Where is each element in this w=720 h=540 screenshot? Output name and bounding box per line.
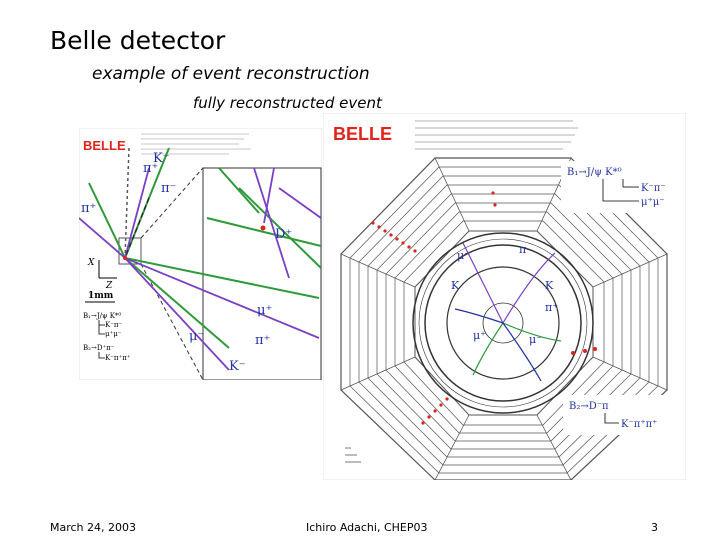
detector-view-panel: BELLE (322, 112, 687, 481)
decay2-kpipi: K⁻π⁺π⁺ (105, 354, 131, 362)
slide-title: Belle detector (50, 26, 226, 55)
detector-view-figure: BELLE (322, 112, 687, 481)
rp-decay1-kpi: K⁻π⁻ (641, 183, 666, 194)
label-mu-minus: μ⁻ (189, 329, 204, 344)
bottom-legend (345, 447, 361, 463)
label-mu-plus: μ⁺ (257, 303, 272, 318)
d-vertex-dot (260, 225, 266, 231)
track-label-mu-bottom: μ⁺ (473, 329, 486, 342)
label-pi-minus-top: π⁻ (161, 181, 176, 196)
decay1-head: B₁→J/ψ K*⁰ (83, 312, 121, 320)
inner-rings (412, 232, 594, 414)
label-pi-plus-left: π⁺ (81, 201, 96, 216)
rp-decay2-head: B₂→D⁻π (569, 401, 609, 412)
decay1-box (561, 161, 681, 213)
rp-decay2-kpipi: K⁻π⁺π⁺ (621, 419, 657, 430)
scale-label: 1mm (88, 291, 114, 301)
track-label-k2: K (545, 279, 554, 292)
rp-decay2-bracket (604, 413, 619, 424)
footer-author: Ichiro Adachi, CHEP03 (306, 521, 428, 534)
label-pi-plus-top: π⁺ (143, 161, 158, 176)
slide-subtitle: example of event reconstruction (92, 64, 370, 84)
belle-logo-left: BELLE (83, 138, 126, 153)
calorimeter-hits (371, 191, 597, 425)
rp-decay1-head: B₁→J/ψ K*⁰ (567, 167, 622, 178)
label-k-minus-bottom: K⁻ (229, 359, 246, 374)
info-text-lines (415, 120, 578, 150)
decay1-kpi: K⁻π⁻ (105, 321, 123, 329)
track-label-mu-top: μ⁻ (457, 249, 470, 262)
vertex-zoom-panel: BELLE π⁺ (78, 127, 323, 381)
track-label-mu2: μ⁻ (529, 333, 542, 346)
belle-logo-right: BELLE (333, 124, 392, 144)
axis-z-label: Z (105, 281, 113, 291)
dashed-track (124, 147, 130, 259)
decay-brackets-left (98, 320, 105, 359)
zoom-line-top (140, 167, 204, 239)
header-text-lines (141, 133, 251, 155)
purple-tracks (78, 167, 322, 371)
rp-decay1-mumu: μ⁺μ⁻ (641, 197, 665, 208)
event-tracks (454, 242, 562, 382)
dashed-track-2 (124, 197, 150, 259)
label-pi-plus-bottom: π⁺ (255, 333, 270, 348)
primary-vertex-dot (123, 256, 127, 260)
rp-decay1-brackets (602, 179, 639, 202)
decay2-head: B₂→D⁺π⁻ (83, 344, 115, 352)
panel-caption: fully reconstructed event (193, 94, 382, 112)
track-label-pi2: π⁺ (545, 301, 558, 314)
decay1-mumu: μ⁺μ⁻ (105, 330, 122, 338)
track-label-pi: π (519, 243, 526, 256)
axis-arrows (85, 260, 117, 303)
footer-page-number: 3 (651, 521, 658, 534)
label-k-minus-top: K⁻ (153, 151, 170, 166)
axis-x-label: X (87, 258, 95, 268)
decay2-box (563, 395, 683, 435)
footer-date: March 24, 2003 (50, 521, 137, 534)
track-label-k: K (451, 279, 460, 292)
vertex-zoom-figure: BELLE π⁺ (78, 127, 323, 381)
label-d-plus: D⁺ (275, 227, 292, 242)
zoom-line-bottom (140, 263, 204, 381)
